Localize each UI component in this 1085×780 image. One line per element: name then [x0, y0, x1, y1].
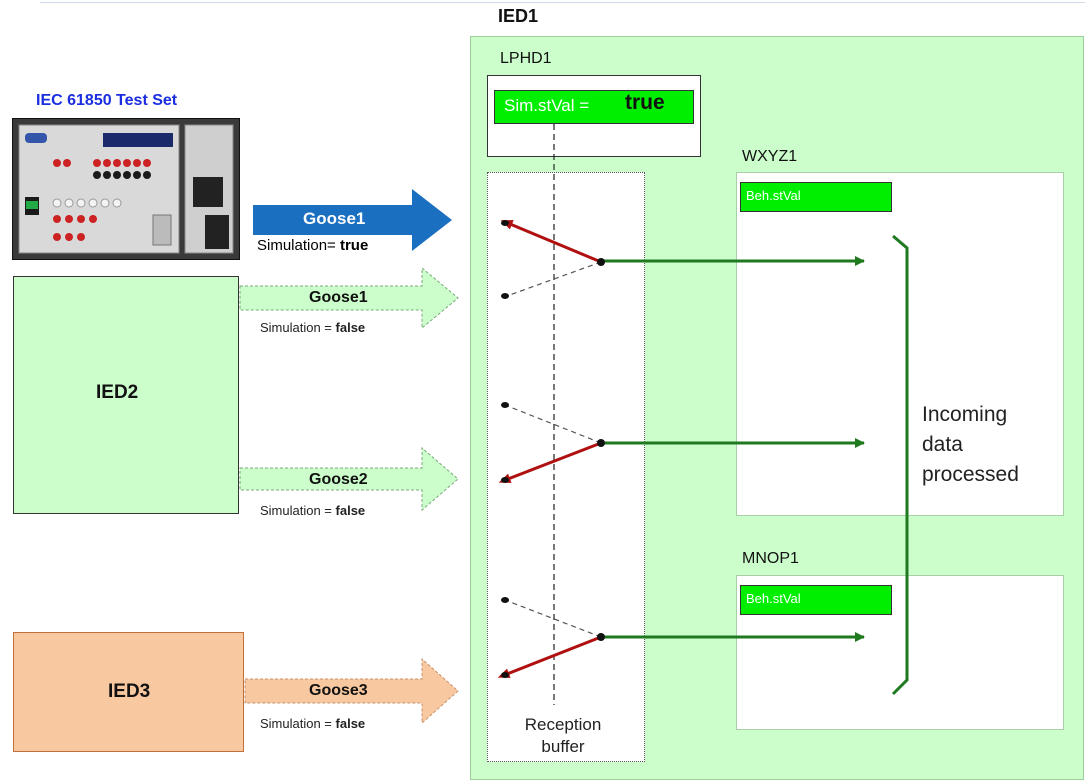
goose1-test-sim-caption: Simulation= true: [257, 237, 368, 254]
switch3-top-contact: [501, 597, 509, 603]
switch2-top-contact: [501, 402, 509, 408]
goose1-test-label: Goose1: [303, 209, 366, 228]
goose3-ied3-sim-prefix: Simulation =: [260, 716, 332, 731]
incoming-data-label: Incoming data processed: [922, 400, 1019, 490]
goose1-test-sim-value: true: [339, 237, 369, 254]
wxyz1-box: [736, 172, 1064, 516]
mnop1-title: MNOP1: [742, 550, 799, 567]
goose1-ied2-label: Goose1: [309, 289, 368, 306]
switch2-dashed-line: [504, 404, 602, 444]
switch3-red-arrow: [497, 635, 602, 678]
sim-stval-value: true: [625, 91, 665, 114]
goose1-ied2-sim-value: false: [335, 320, 366, 335]
switch1-red-arrow: [500, 220, 602, 264]
switch2-pivot: [597, 439, 605, 447]
switch1-bottom-contact: [501, 293, 509, 299]
ied1-title: IED1: [498, 6, 539, 26]
goose1-ied2-sim-caption: Simulation = false: [260, 320, 365, 335]
incoming-line3: processed: [922, 463, 1019, 486]
switch1-dashed-line: [506, 261, 602, 297]
goose2-ied2-sim-caption: Simulation = false: [260, 503, 365, 518]
ied3-box: [13, 632, 244, 752]
wxyz1-beh-box: [740, 182, 892, 212]
switch3-pivot: [597, 633, 605, 641]
goose2-ied2-sim-prefix: Simulation =: [260, 503, 332, 518]
reception-buffer-line1: Reception: [524, 715, 602, 734]
lphd1-title: LPHD1: [500, 50, 552, 67]
reception-buffer-box: [487, 172, 645, 762]
mnop1-box: [736, 575, 1064, 730]
goose1-test-arrow: [253, 189, 452, 251]
goose2-ied2-label: Goose2: [309, 471, 368, 488]
ied2-label: IED2: [96, 382, 139, 403]
mnop1-beh-box: [740, 585, 892, 615]
goose3-ied3-arrow: [244, 657, 459, 725]
goose2-ied2-arrow: [239, 446, 459, 512]
reception-buffer-line2: buffer: [541, 737, 585, 756]
switch1-top-contact: [501, 220, 509, 226]
wxyz1-beh-label: Beh.stVal: [746, 188, 801, 203]
incoming-line1: Incoming: [922, 403, 1008, 426]
incoming-line2: data: [922, 433, 963, 456]
test-set-device-image: [12, 118, 240, 260]
incoming-bracket: [891, 234, 909, 696]
mnop1-beh-label: Beh.stVal: [746, 591, 801, 606]
sim-stval-box: [494, 90, 694, 124]
ied2-box: [13, 276, 239, 514]
switch3-bottom-contact: [501, 672, 509, 678]
sim-stval-label: Sim.stVal =: [504, 96, 590, 115]
switch1-pivot: [597, 258, 605, 266]
switch2-bottom-contact: [501, 477, 509, 483]
test-set-device-drawing: [13, 119, 239, 259]
test-set-title: IEC 61850 Test Set: [36, 92, 178, 109]
ied3-label: IED3: [108, 681, 151, 702]
switch2-red-arrow: [498, 441, 602, 483]
reception-buffer-label: Reception buffer: [493, 714, 633, 758]
goose1-test-sim-prefix: Simulation=: [257, 237, 336, 254]
wxyz1-title: WXYZ1: [742, 148, 798, 165]
goose3-ied3-label: Goose3: [309, 682, 368, 699]
goose1-ied2-arrow: [239, 266, 459, 330]
switch3-dashed-line: [504, 599, 602, 638]
goose1-ied2-sim-prefix: Simulation =: [260, 320, 332, 335]
goose3-ied3-sim-caption: Simulation = false: [260, 716, 365, 731]
goose2-ied2-sim-value: false: [335, 503, 366, 518]
goose3-ied3-sim-value: false: [335, 716, 366, 731]
top-divider: [40, 2, 1085, 3]
